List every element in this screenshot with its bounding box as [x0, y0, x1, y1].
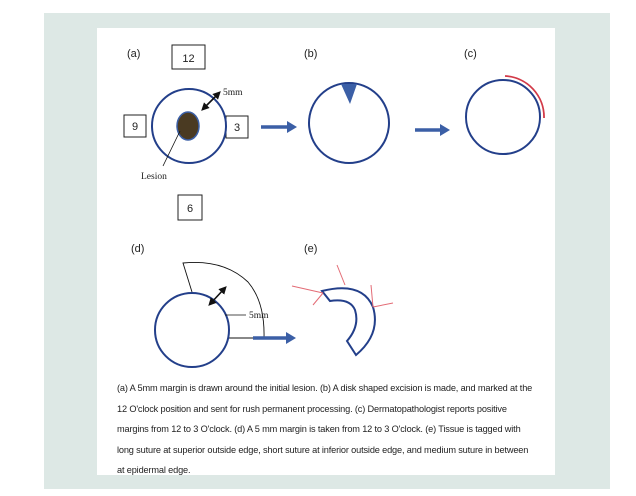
short-suture — [372, 302, 394, 308]
figure-caption: (a) A 5mm margin is drawn around the ini… — [117, 383, 533, 475]
long-suture — [291, 285, 324, 294]
short-suture-tail — [370, 284, 374, 308]
lesion-label: Lesion — [141, 172, 167, 182]
lesion-shape — [176, 111, 200, 141]
reexcision-5mm-label: 5mm — [249, 311, 269, 321]
twelve-oclock-notch — [341, 84, 357, 104]
clock-12-label: 12 — [182, 53, 194, 65]
clock-6-box — [177, 194, 203, 221]
panel-e: (e) — [291, 243, 394, 357]
clock-6-label: 6 — [187, 203, 193, 215]
panel-d: (d) 5mm — [131, 243, 269, 368]
panel-b-label: (b) — [304, 48, 317, 60]
reexcision-outline — [182, 261, 265, 339]
panel-a-label: (a) — [127, 48, 140, 60]
arrow-a-to-b-head — [287, 121, 297, 133]
clock-9-box — [123, 114, 147, 138]
panel-c: (c) — [464, 48, 545, 155]
clock-3-label: 3 — [234, 122, 240, 134]
positive-margin-arc — [504, 75, 545, 119]
reexcision-margin-arrow — [208, 286, 227, 306]
panel-e-label: (e) — [304, 243, 317, 255]
lesion-pointer — [162, 130, 181, 167]
medium-suture — [336, 264, 346, 286]
panel-d-label: (d) — [131, 243, 144, 255]
excision-disk — [308, 82, 390, 164]
arrow-d-to-e-head — [286, 332, 296, 344]
panel-a: (a) 12 9 3 6 5mm Lesion — [123, 44, 249, 221]
margin-arrow — [201, 91, 221, 111]
clock-9-label: 9 — [132, 121, 138, 133]
long-suture-tail — [312, 292, 324, 306]
pathology-disk — [465, 79, 541, 155]
arrow-b-to-c-head — [440, 124, 450, 136]
panel-b: (b) — [304, 48, 390, 164]
original-disk — [154, 292, 230, 368]
margin-5mm-label: 5mm — [223, 88, 243, 98]
panel-c-label: (c) — [464, 48, 477, 60]
clock-12-box — [171, 44, 206, 70]
tagged-tissue-specimen — [320, 287, 376, 357]
